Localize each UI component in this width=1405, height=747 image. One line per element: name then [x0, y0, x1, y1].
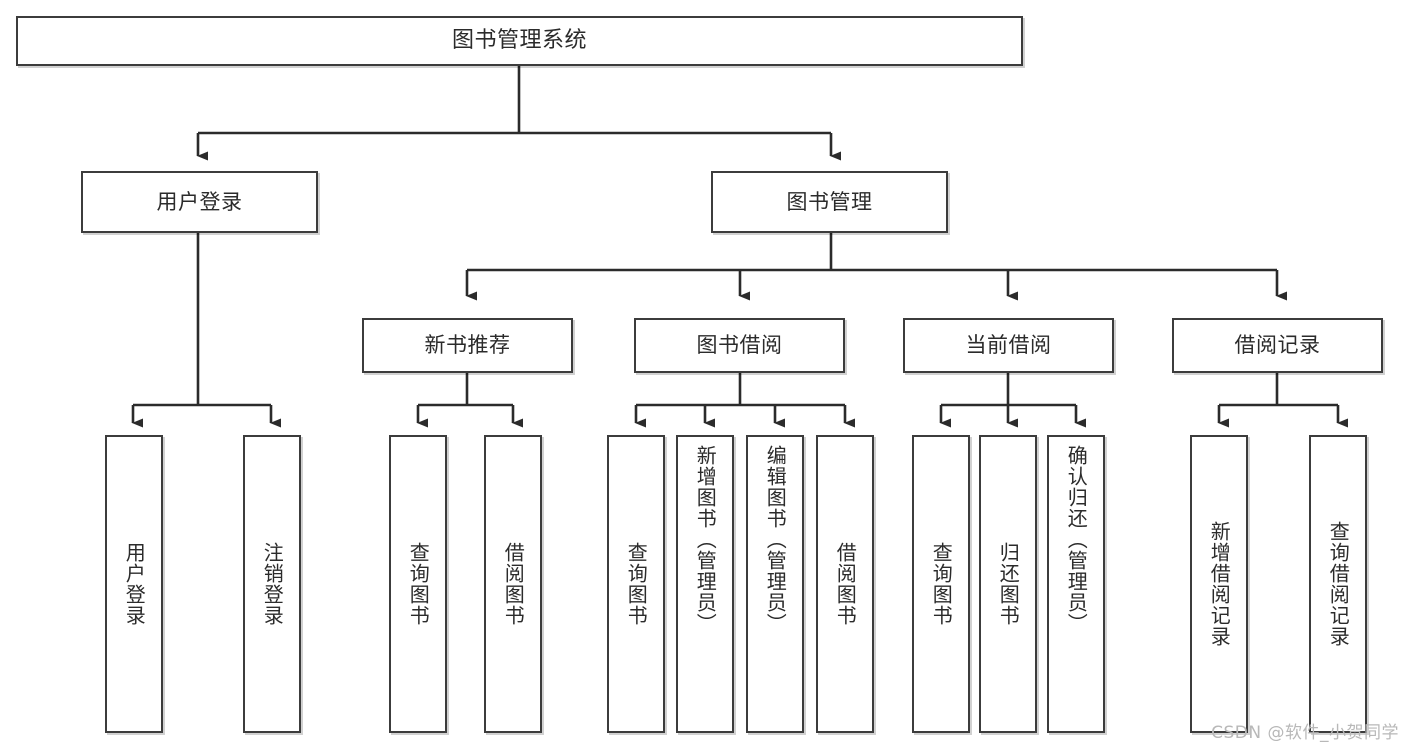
- node-book-borrow[interactable]: 图书借阅: [634, 318, 845, 373]
- node-label: 图书借阅: [696, 333, 783, 357]
- node-label: 借阅记录: [1234, 333, 1321, 357]
- leaf-current-return-book[interactable]: 归还图书: [979, 435, 1037, 733]
- node-label: 图书管理系统: [451, 28, 587, 53]
- node-label: 借阅图书: [501, 542, 526, 626]
- node-book-management[interactable]: 图书管理: [711, 171, 948, 233]
- node-label: 新增图书（管理员）: [693, 445, 718, 634]
- node-label: 编辑图书（管理员）: [763, 445, 788, 634]
- leaf-user-login-logout[interactable]: 注销登录: [243, 435, 301, 733]
- node-label: 图书管理: [786, 189, 873, 214]
- node-label: 借阅图书: [833, 542, 858, 626]
- leaf-record-query-record[interactable]: 查询借阅记录: [1309, 435, 1367, 733]
- node-label: 归还图书: [996, 542, 1021, 626]
- node-root-system[interactable]: 图书管理系统: [16, 16, 1023, 66]
- node-label: 查询借阅记录: [1326, 521, 1351, 647]
- node-label: 新书推荐: [424, 333, 511, 357]
- leaf-current-confirm-return[interactable]: 确认归还（管理员）: [1047, 435, 1105, 733]
- node-label: 用户登录: [122, 542, 147, 626]
- node-label: 用户登录: [156, 189, 243, 214]
- node-label: 注销登录: [260, 542, 285, 626]
- watermark-text: CSDN @软件_小贺同学: [1211, 723, 1399, 743]
- leaf-user-login-login[interactable]: 用户登录: [105, 435, 163, 733]
- leaf-borrow-add-book[interactable]: 新增图书（管理员）: [676, 435, 734, 733]
- leaf-borrow-borrow-book[interactable]: 借阅图书: [816, 435, 874, 733]
- leaf-record-add-record[interactable]: 新增借阅记录: [1190, 435, 1248, 733]
- leaf-current-query-book[interactable]: 查询图书: [912, 435, 970, 733]
- leaf-new-book-borrow[interactable]: 借阅图书: [484, 435, 542, 733]
- node-label: 新增借阅记录: [1207, 521, 1232, 647]
- node-label: 查询图书: [624, 542, 649, 626]
- leaf-new-book-query[interactable]: 查询图书: [389, 435, 447, 733]
- node-label: 确认归还（管理员）: [1064, 445, 1089, 634]
- node-user-login[interactable]: 用户登录: [81, 171, 318, 233]
- leaf-borrow-edit-book[interactable]: 编辑图书（管理员）: [746, 435, 804, 733]
- node-label: 查询图书: [406, 542, 431, 626]
- node-current-borrow[interactable]: 当前借阅: [903, 318, 1114, 373]
- leaf-borrow-query-book[interactable]: 查询图书: [607, 435, 665, 733]
- node-borrow-record[interactable]: 借阅记录: [1172, 318, 1383, 373]
- node-label: 查询图书: [929, 542, 954, 626]
- node-new-book-recommend[interactable]: 新书推荐: [362, 318, 573, 373]
- node-label: 当前借阅: [965, 333, 1052, 357]
